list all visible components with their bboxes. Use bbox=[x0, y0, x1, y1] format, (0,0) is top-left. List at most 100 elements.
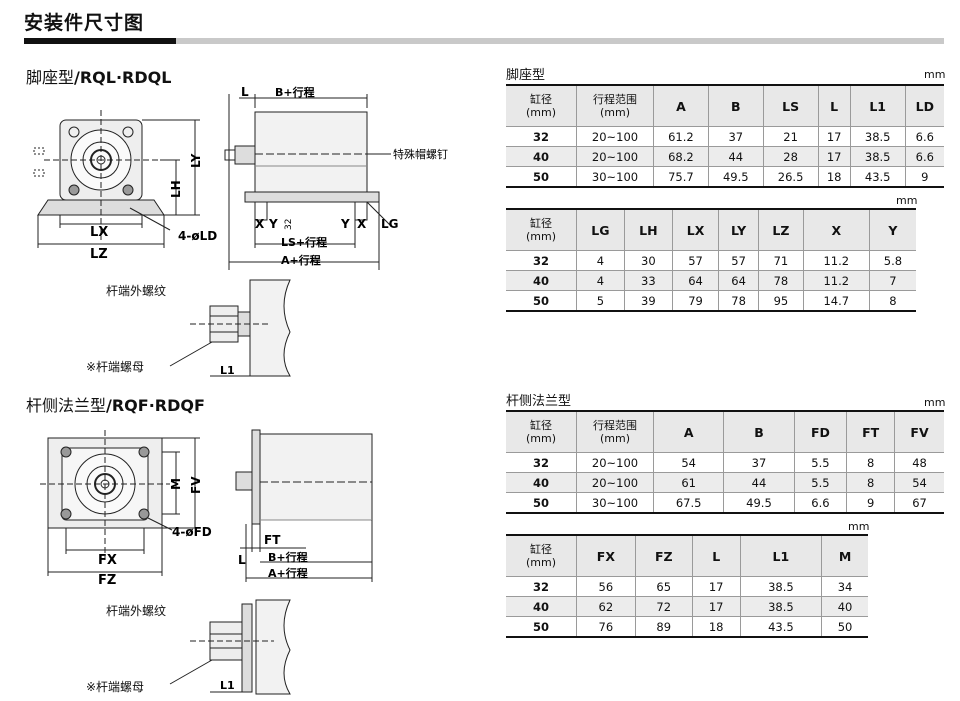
bore-cell: 50 bbox=[506, 616, 577, 638]
table-header-row: 缸径(mm) 行程范围(mm) A B LS L L1 LD bbox=[506, 84, 944, 127]
table-cell: 6.6 bbox=[793, 492, 848, 514]
foot-ld-label: 4-øLD bbox=[178, 229, 217, 243]
foot-y-label-left: Y bbox=[268, 217, 278, 231]
table-cell: 57 bbox=[718, 250, 760, 271]
th-l: L bbox=[691, 534, 741, 577]
table-cell: 21 bbox=[762, 126, 819, 147]
table-cell: 38.5 bbox=[739, 596, 823, 617]
th-l1: L1 bbox=[739, 534, 823, 577]
th-lh: LH bbox=[623, 208, 673, 251]
bore-cell: 40 bbox=[506, 270, 577, 291]
th-stroke-range: 行程范围(mm) bbox=[576, 410, 654, 453]
table-cell: 78 bbox=[758, 270, 804, 291]
table-cell: 11.2 bbox=[802, 270, 870, 291]
foot-lx-label: LX bbox=[90, 225, 108, 240]
th-a: A bbox=[653, 84, 709, 127]
table-cell: 20~100 bbox=[576, 472, 654, 493]
table-cell: 65 bbox=[634, 576, 693, 597]
th-l1: L1 bbox=[849, 84, 906, 127]
flange-rod-thread-caption: 杆端外螺纹 bbox=[106, 604, 167, 618]
table-cell: 4 bbox=[576, 250, 625, 271]
table-cell: 20~100 bbox=[576, 146, 654, 167]
th-ft: FT bbox=[846, 410, 896, 453]
bore-cell: 32 bbox=[506, 452, 577, 473]
foot-ly-label: LY bbox=[189, 153, 203, 168]
table-cell: 89 bbox=[634, 616, 693, 638]
table-cell: 14.7 bbox=[802, 290, 870, 312]
table-cell: 72 bbox=[634, 596, 693, 617]
bore-cell: 50 bbox=[506, 492, 577, 514]
table1-title: 脚座型 bbox=[506, 68, 546, 83]
foot-ls-stroke-label: LS+行程 bbox=[281, 235, 327, 249]
table-cell: 48 bbox=[894, 452, 944, 473]
table-cell: 17 bbox=[817, 146, 851, 167]
table-cell: 40 bbox=[821, 596, 868, 617]
table-cell: 30 bbox=[623, 250, 673, 271]
table-cell: 7 bbox=[868, 270, 916, 291]
flange-fv-label: FV bbox=[189, 476, 203, 494]
bore-cell: 32 bbox=[506, 126, 577, 147]
th-y: Y bbox=[868, 208, 916, 251]
flange-ft-label: FT bbox=[264, 533, 281, 547]
th-lg: LG bbox=[576, 208, 625, 251]
bore-cell: 32 bbox=[506, 250, 577, 271]
table-cell: 5.5 bbox=[793, 452, 848, 473]
table-cell: 76 bbox=[576, 616, 636, 638]
table2-unit: mm bbox=[896, 194, 918, 207]
table-cell: 5.5 bbox=[793, 472, 848, 493]
th-bore: 缸径(mm) bbox=[506, 208, 577, 251]
table-cell: 17 bbox=[817, 126, 851, 147]
table-cell: 28 bbox=[762, 146, 819, 167]
table-cell: 61.2 bbox=[653, 126, 709, 147]
foot-b-stroke-label: B+行程 bbox=[275, 85, 315, 99]
foot-side-view-drawing: L B+行程 特殊帽螺钉 X Y 32 Y X LG LS+行程 A+行程 bbox=[224, 85, 448, 270]
table-cell: 6.6 bbox=[904, 146, 944, 167]
foot-y-label-right: Y bbox=[340, 217, 350, 231]
foot-rod-thread-drawing: L1 bbox=[169, 279, 291, 377]
foot-x-label-left: X bbox=[255, 217, 265, 231]
flange-fx-label: FX bbox=[98, 553, 117, 568]
foot-rod-thread-caption: 杆端外螺纹 bbox=[106, 284, 167, 298]
table-cell: 64 bbox=[671, 270, 720, 291]
flange-rod-nut-caption: ※杆端螺母 bbox=[86, 680, 145, 694]
table-cell: 43.5 bbox=[739, 616, 823, 638]
table-cell: 17 bbox=[691, 576, 741, 597]
table1-unit: mm bbox=[924, 68, 946, 81]
table-cell: 54 bbox=[652, 452, 725, 473]
table-cell: 62 bbox=[576, 596, 636, 617]
table-cell: 43.5 bbox=[849, 166, 906, 188]
flange-side-view-drawing: FT L B+行程 A+行程 bbox=[235, 429, 373, 582]
bore-cell: 50 bbox=[506, 290, 577, 312]
table-cell: 57 bbox=[671, 250, 720, 271]
table-header-row: 缸径(mm) FX FZ L L1 M bbox=[506, 534, 868, 577]
table-cell: 50 bbox=[821, 616, 868, 638]
flange-model-name: RQF·RDQF bbox=[111, 396, 205, 415]
th-l: L bbox=[817, 84, 851, 127]
table-cell: 61 bbox=[652, 472, 725, 493]
th-fx: FX bbox=[576, 534, 636, 577]
table-cell: 38.5 bbox=[849, 146, 906, 167]
table-cell: 44 bbox=[723, 472, 795, 493]
foot-rod-nut-caption: ※杆端螺母 bbox=[86, 360, 145, 374]
th-ld: LD bbox=[904, 84, 944, 127]
th-bore: 缸径(mm) bbox=[506, 534, 577, 577]
table-cell: 64 bbox=[718, 270, 760, 291]
th-fv: FV bbox=[894, 410, 944, 453]
table-cell: 20~100 bbox=[576, 452, 654, 473]
table-cell: 30~100 bbox=[576, 492, 654, 514]
flange-b-stroke-label: B+行程 bbox=[268, 550, 308, 564]
foot-lg-label: LG bbox=[381, 217, 399, 231]
table-cell: 9 bbox=[904, 166, 944, 188]
bore-cell: 40 bbox=[506, 146, 577, 167]
table-cell: 38.5 bbox=[739, 576, 823, 597]
